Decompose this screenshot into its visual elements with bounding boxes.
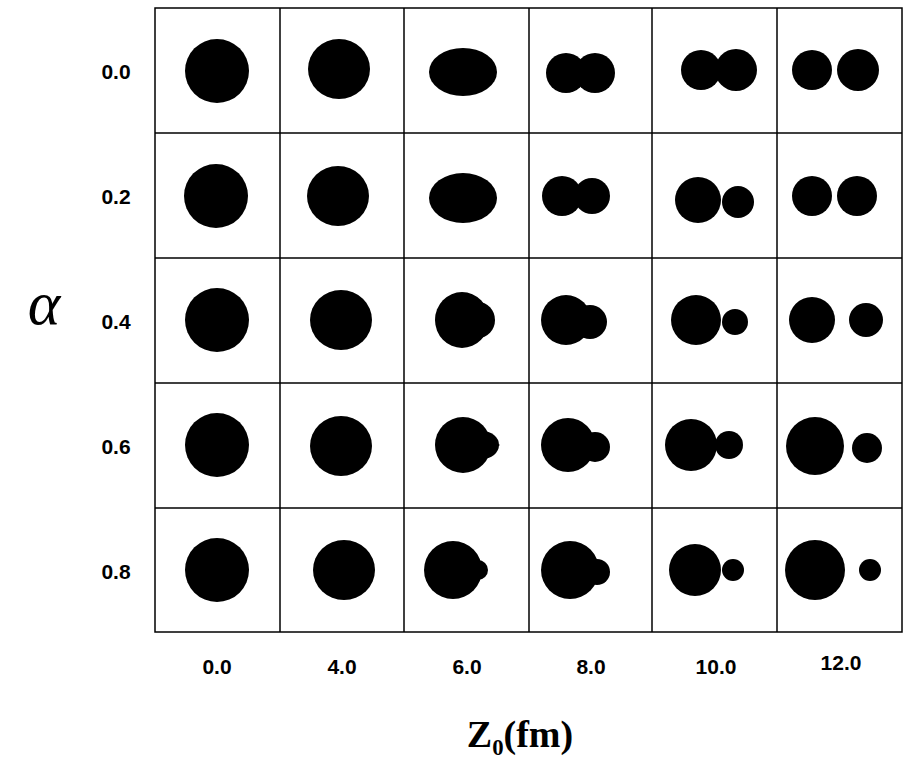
tick-label: 0.2 xyxy=(101,186,130,207)
axis-symbol: α xyxy=(28,272,61,334)
tick-label: 12.0 xyxy=(821,652,862,673)
tick-label: 0.0 xyxy=(101,61,130,82)
tick-label: 0.0 xyxy=(202,656,231,677)
tick-label: 0.8 xyxy=(101,561,130,582)
tick-label: 0.6 xyxy=(101,436,130,457)
tick-label: 4.0 xyxy=(327,656,356,677)
tick-label: 6.0 xyxy=(452,656,481,677)
tick-label: 8.0 xyxy=(576,656,605,677)
tick-label: 0.4 xyxy=(101,311,130,332)
axis-title: Z₀(fm) xyxy=(467,715,573,753)
tick-label: 10.0 xyxy=(696,656,737,677)
